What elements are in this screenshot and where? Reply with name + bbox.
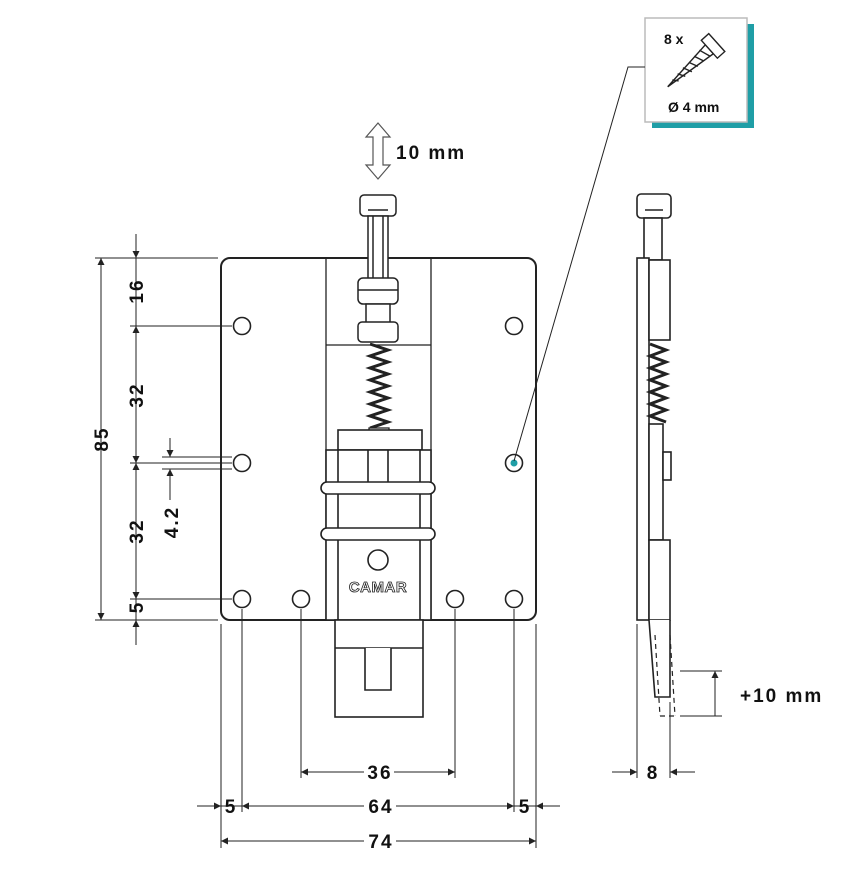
dim-total-height: 85 xyxy=(92,426,113,451)
highlighted-hole-dot xyxy=(510,459,518,467)
screw-callout: 8 x Ø 4 mm xyxy=(644,17,754,128)
dim-hole-spacing: 64 xyxy=(368,797,393,818)
screw-icon xyxy=(667,32,726,88)
front-view: CAMAR 10 mm xyxy=(220,122,537,718)
dim-thickness: 8 xyxy=(647,763,660,784)
hole-mid-left xyxy=(232,453,252,473)
callout-leader xyxy=(513,66,645,462)
hole-bottom-inner-left xyxy=(291,589,311,609)
brand-logo: CAMAR xyxy=(349,579,407,596)
travel-label: 10 mm xyxy=(396,143,466,164)
dimension-labels: 85 16 32 32 5 4.2 36 64 5 5 74 xyxy=(92,278,532,853)
adjusting-screw xyxy=(357,194,399,343)
dim-total-width: 74 xyxy=(368,832,393,853)
dim-upper-spacing: 32 xyxy=(127,382,148,407)
screw-diameter: Ø 4 mm xyxy=(668,99,719,115)
hook-tongue xyxy=(334,619,424,718)
screw-count: 8 x xyxy=(664,31,684,47)
hole-bottom-left xyxy=(232,589,252,609)
slider-block xyxy=(320,429,436,621)
side-view xyxy=(636,193,676,717)
dim-slot-offset: 4.2 xyxy=(162,506,183,538)
hole-bottom-inner-right xyxy=(445,589,465,609)
dim-extension: +10 mm xyxy=(740,686,823,707)
hole-top-left xyxy=(232,316,252,336)
side-dimensions xyxy=(612,624,722,778)
dim-bottom-offset: 5 xyxy=(127,601,148,614)
dim-right-margin: 5 xyxy=(519,797,532,818)
dim-top-offset: 16 xyxy=(127,278,148,303)
dim-inner-width: 36 xyxy=(367,763,392,784)
dim-lower-spacing: 32 xyxy=(127,518,148,543)
mounting-holes xyxy=(232,316,524,609)
hole-bottom-right xyxy=(504,589,524,609)
travel-arrow-icon xyxy=(364,122,392,180)
front-dimensions xyxy=(95,234,560,848)
spring xyxy=(365,342,393,430)
hole-top-right xyxy=(504,316,524,336)
dim-left-margin: 5 xyxy=(225,797,238,818)
